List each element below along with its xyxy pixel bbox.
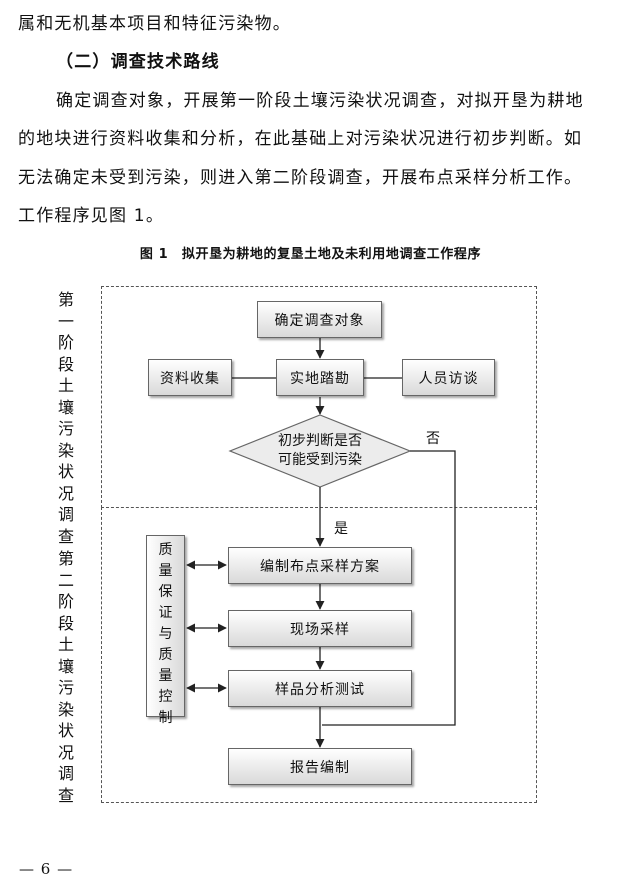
- decision-text-line-1: 初步判断是否: [278, 433, 362, 449]
- node-site-survey: 实地踏勘: [276, 359, 364, 396]
- text-line-continued: 属和无机基本项目和特征污染物。: [18, 14, 291, 34]
- page-number: — 6 —: [19, 860, 74, 878]
- node-sampling-plan: 编制布点采样方案: [228, 547, 412, 584]
- decision-text-line-2: 可能受到污染: [278, 452, 362, 468]
- stage-2-box: [101, 507, 537, 803]
- stage-2-label: 第二阶段土壤污染状况调查: [57, 549, 74, 805]
- paragraph-line-2: 的地块进行资料收集和分析，在此基础上对污染状况进行初步判断。如: [18, 129, 583, 149]
- section-subheading: （二）调查技术路线: [56, 52, 220, 72]
- stage-1-box: [101, 286, 537, 508]
- node-interview: 人员访谈: [402, 359, 495, 396]
- paragraph-line-1: 确定调查对象，开展第一阶段土壤污染状况调查，对拟开垦为耕地: [56, 91, 584, 111]
- node-sample-analysis: 样品分析测试: [228, 670, 412, 707]
- edge-label-no: 否: [426, 431, 440, 447]
- node-data-collection: 资料收集: [148, 359, 232, 396]
- node-determine-target: 确定调查对象: [257, 301, 382, 338]
- stage-1-label: 第一阶段土壤污染状况调查: [57, 290, 74, 546]
- figure-caption: 图 1 拟开垦为耕地的复垦土地及未利用地调查工作程序: [139, 247, 482, 262]
- edge-label-yes: 是: [334, 521, 348, 537]
- node-field-sampling: 现场采样: [228, 610, 412, 647]
- decision-text: 初步判断是否 可能受到污染: [262, 432, 378, 470]
- line-decision-no: [322, 450, 456, 726]
- paragraph-line-4: 工作程序见图 1。: [18, 206, 165, 226]
- node-report: 报告编制: [228, 748, 412, 785]
- node-qa-qc: 质量保证与质量控制: [146, 535, 185, 726]
- paragraph-line-3: 无法确定未受到污染，则进入第二阶段调查，开展布点采样分析工作。: [18, 168, 583, 188]
- qa-qc-label: 质量保证与质量控制: [158, 542, 173, 726]
